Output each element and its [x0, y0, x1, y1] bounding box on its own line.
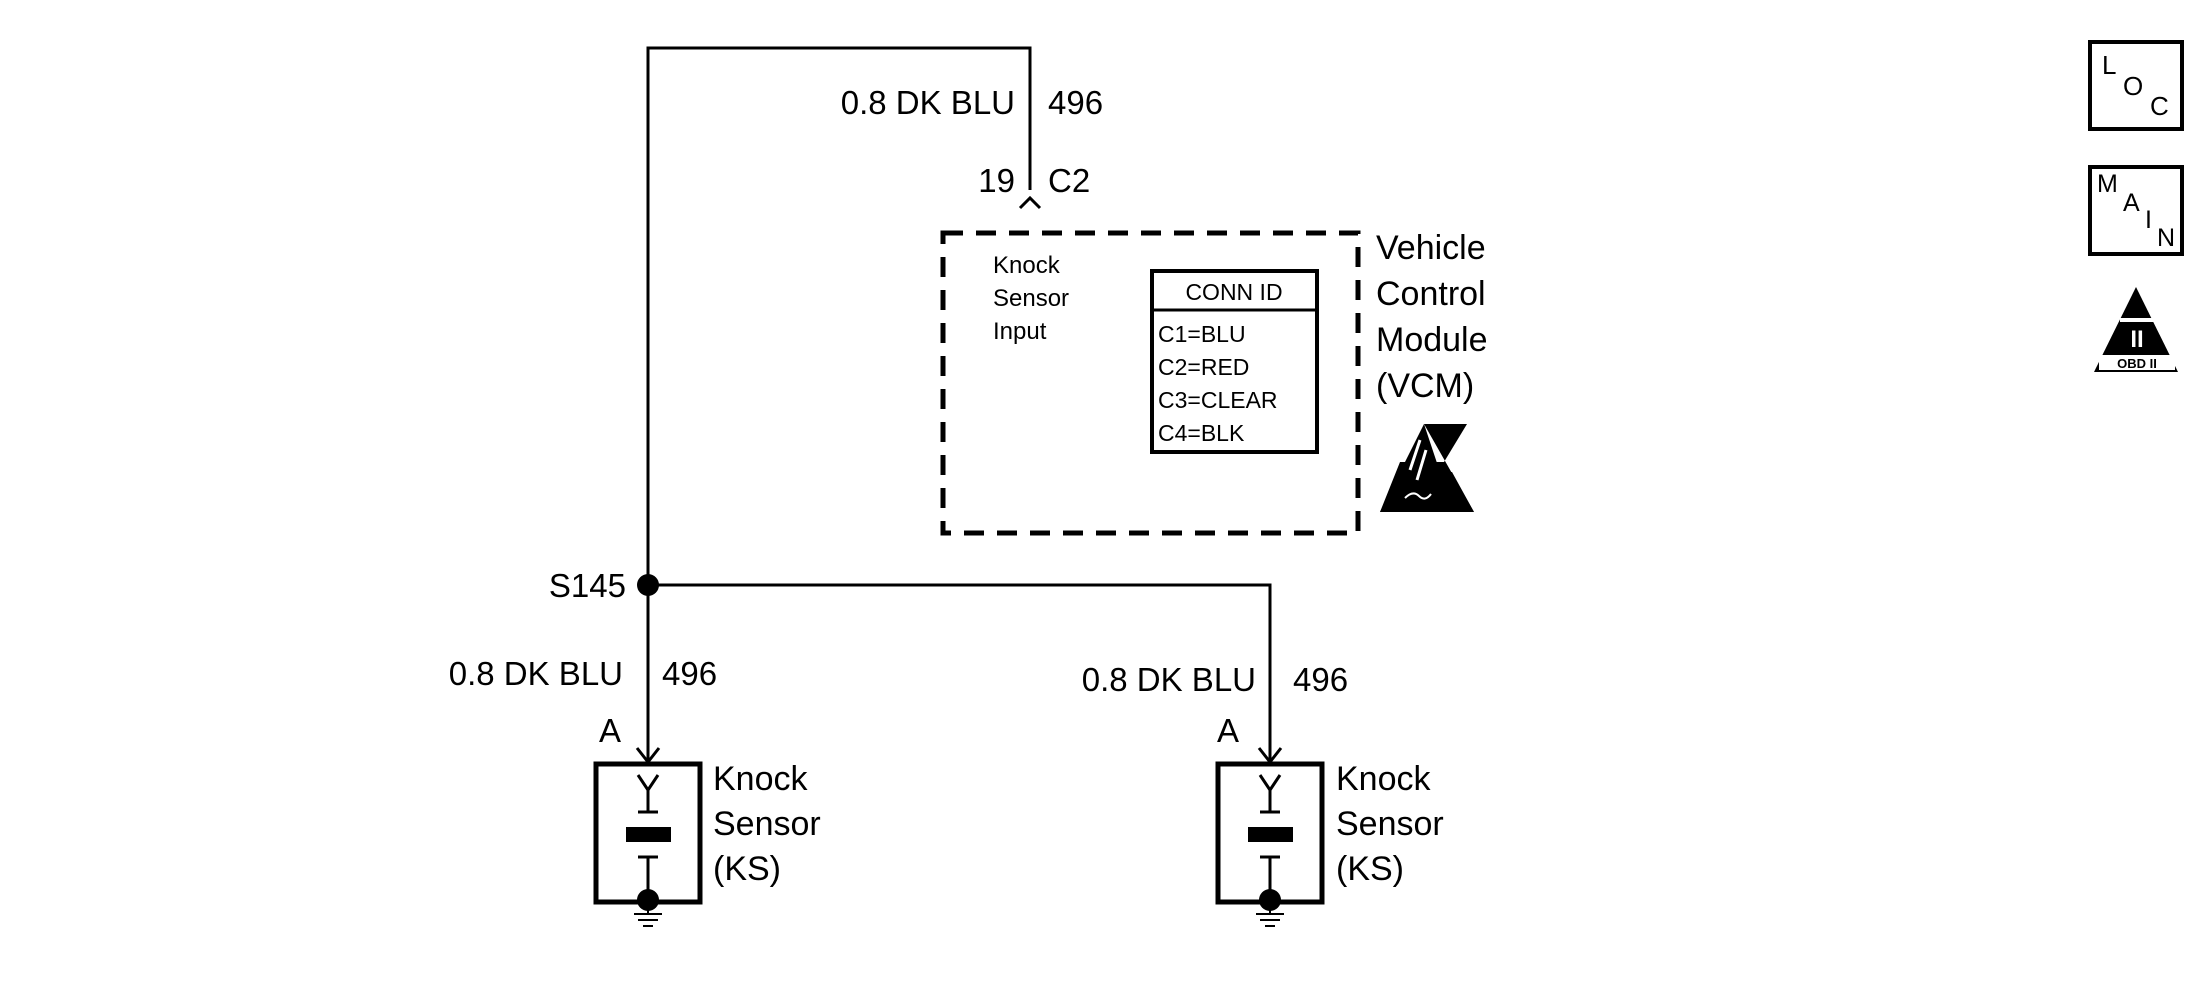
obd-ii-icon: II OBD II	[2094, 287, 2178, 372]
wire-right-branch	[648, 583, 1272, 762]
obd-numeral: II	[2130, 326, 2143, 353]
loc-letter-3: C	[2150, 91, 2169, 121]
left-wire-circuit-label: 496	[662, 655, 717, 692]
connector-c2-symbol	[1018, 195, 1042, 210]
right-wire-circuit-label: 496	[1293, 661, 1348, 698]
right-sensor-label-line1: Knock	[1336, 760, 1431, 798]
esd-warning-icon	[1380, 424, 1474, 512]
vcm-name-line2: Control	[1376, 275, 1486, 313]
loc-button[interactable]: L O C	[2088, 40, 2184, 131]
loc-icon[interactable]	[2088, 40, 2184, 131]
vcm-name-line1: Vehicle	[1376, 229, 1486, 267]
main-letter-3: I	[2145, 206, 2152, 234]
conn-id-row: C4=BLK	[1158, 420, 1245, 446]
right-sensor-pin-label: A	[1217, 712, 1239, 749]
top-wire-circuit-label: 496	[1048, 84, 1103, 121]
top-wire-color-label: 0.8 DK BLU	[841, 84, 1015, 121]
conn-id-table	[1150, 269, 1319, 454]
obd-label: OBD II	[2117, 356, 2157, 371]
left-knock-sensor	[593, 761, 703, 927]
vcm-box	[940, 230, 1361, 536]
left-sensor-pin-label: A	[599, 712, 621, 749]
main-letter-4: N	[2157, 224, 2175, 252]
conn-id-header: CONN ID	[1185, 279, 1282, 305]
left-wire-color-label: 0.8 DK BLU	[449, 655, 623, 692]
conn-id-row: C2=RED	[1158, 354, 1249, 380]
loc-letter-2: O	[2123, 71, 2143, 101]
vcm-input-label-line1: Knock	[993, 252, 1061, 279]
left-ground-icon	[634, 900, 662, 927]
loc-letter-1: L	[2102, 50, 2116, 80]
right-ground-icon	[1256, 900, 1284, 927]
right-sensor-label-line3: (KS)	[1336, 850, 1404, 888]
left-sensor-label-line3: (KS)	[713, 850, 781, 888]
main-icon[interactable]	[2088, 165, 2184, 256]
connector-pin-label: 19	[978, 162, 1015, 199]
vcm-name-line3: Module	[1376, 321, 1488, 359]
main-letter-1: M	[2097, 170, 2118, 198]
wire-top	[646, 46, 1032, 585]
conn-id-row: C1=BLU	[1158, 321, 1246, 347]
main-letter-2: A	[2123, 189, 2140, 217]
vcm-input-label-line3: Input	[993, 318, 1047, 345]
right-wire-color-label: 0.8 DK BLU	[1082, 661, 1256, 698]
connector-name-label: C2	[1048, 162, 1090, 199]
left-sensor-label-line1: Knock	[713, 760, 808, 798]
vcm-input-label-line2: Sensor	[993, 285, 1069, 312]
splice-label: S145	[549, 567, 626, 604]
main-button[interactable]: M A I N	[2088, 165, 2184, 256]
vcm-name-line4: (VCM)	[1376, 367, 1474, 405]
left-sensor-label-line2: Sensor	[713, 805, 821, 843]
right-knock-sensor	[1215, 761, 1325, 927]
conn-id-row: C3=CLEAR	[1158, 387, 1278, 413]
right-sensor-label-line2: Sensor	[1336, 805, 1444, 843]
